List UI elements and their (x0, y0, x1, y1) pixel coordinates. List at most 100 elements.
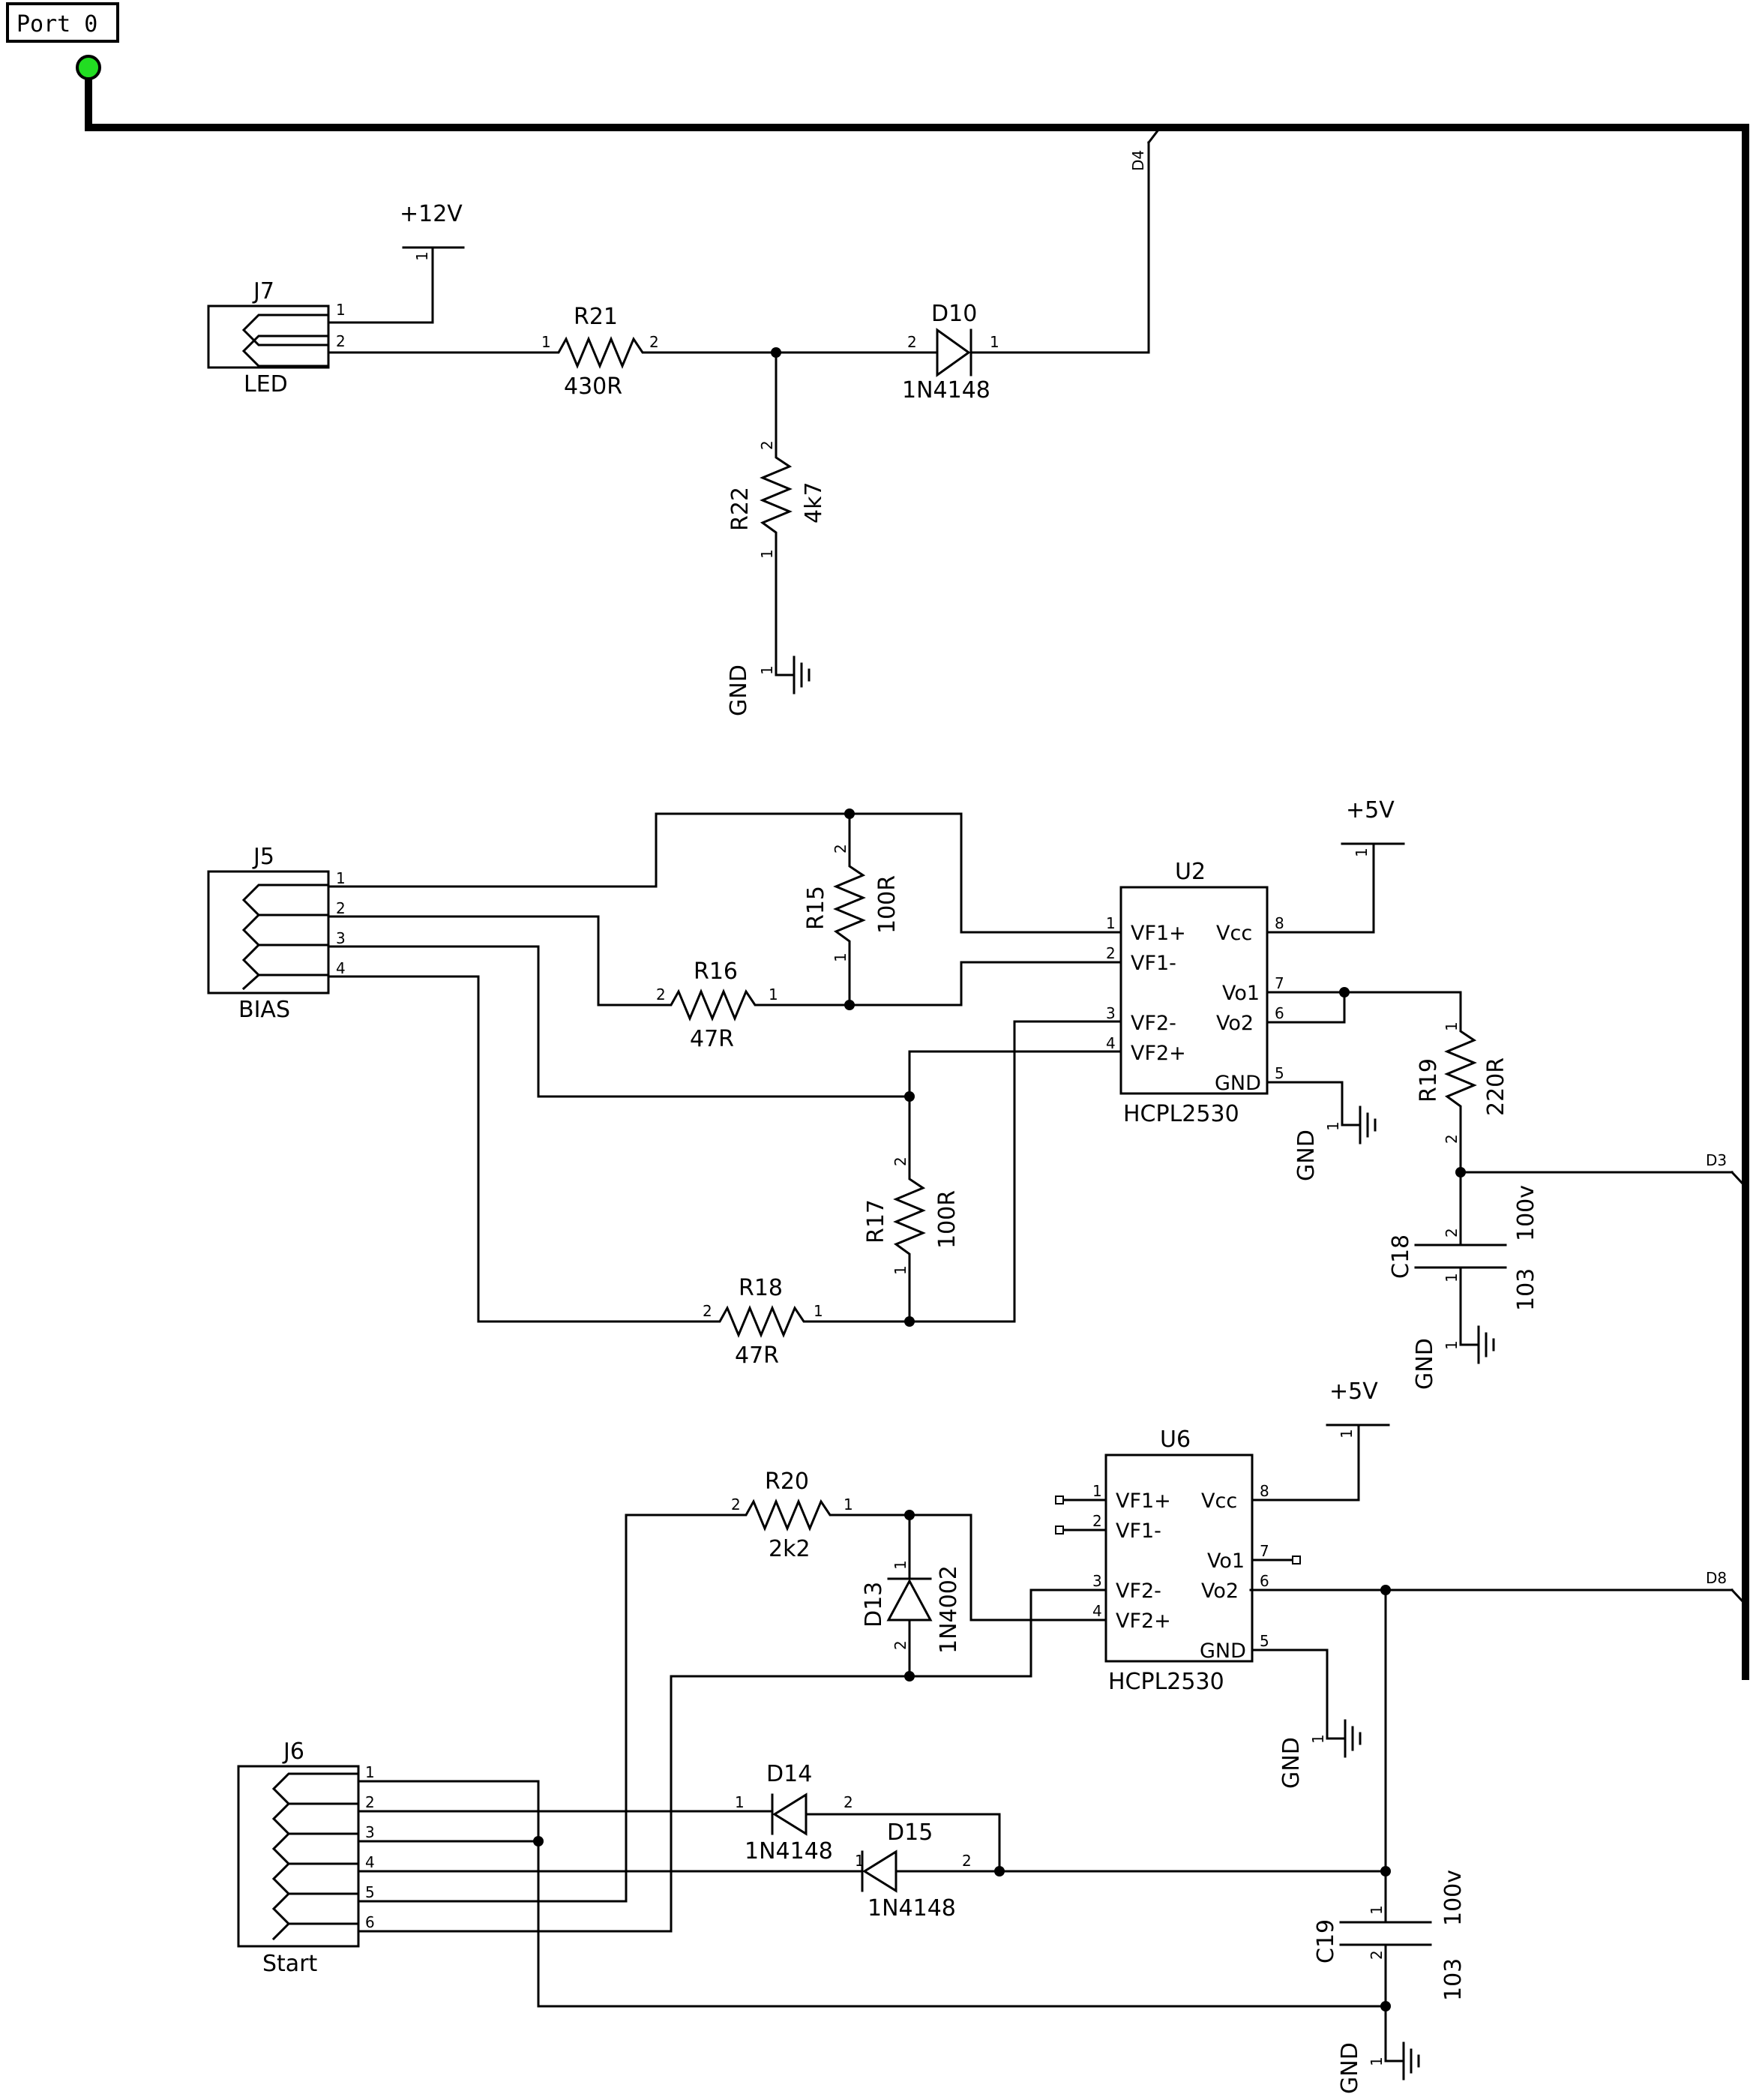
svg-text:1: 1 (1353, 848, 1371, 857)
svg-text:2: 2 (1443, 1134, 1461, 1144)
svg-text:2: 2 (832, 844, 850, 854)
svg-text:1: 1 (990, 333, 999, 351)
u6-pin-vf1p: VF1+ (1116, 1490, 1171, 1513)
j5-name: BIAS (238, 997, 290, 1023)
svg-text:1: 1 (769, 986, 778, 1004)
c18-ref: C18 (1388, 1234, 1414, 1279)
d15-value: 1N4148 (868, 1895, 956, 1922)
connector-j5: J5 BIAS 1 2 3 4 (207, 844, 346, 1023)
svg-text:4: 4 (1106, 1034, 1116, 1052)
svg-text:2: 2 (656, 986, 666, 1004)
u2-pin-gnd: GND (1215, 1072, 1261, 1095)
svg-text:2: 2 (891, 1156, 909, 1166)
diode-d14: D14 1N4148 1 2 (733, 1761, 1001, 1873)
port-0: Port 0 (6, 2, 119, 80)
c19-ref: C19 (1313, 1919, 1339, 1964)
j5-ref: J5 (252, 844, 274, 870)
d10-value: 1N4148 (902, 377, 990, 404)
svg-text:2: 2 (907, 333, 917, 351)
svg-text:1: 1 (336, 869, 346, 887)
bus-entry-d3: D3 (1459, 1151, 1745, 1186)
d13-ref: D13 (861, 1582, 887, 1628)
svg-text:1: 1 (365, 1763, 375, 1781)
gnd-label-c19: GND (1337, 2042, 1363, 2094)
svg-text:8: 8 (1275, 914, 1284, 932)
svg-text:3: 3 (1106, 1004, 1116, 1022)
u2-pin-vcc: Vcc (1216, 922, 1252, 945)
resistor-r17: R17 100R 2 1 (863, 1156, 960, 1276)
ic-u2: U2 HCPL2530 VF1+ VF1- VF2- VF2+ Vcc Vo1 … (1106, 859, 1284, 1127)
c18-rating: 100v (1513, 1185, 1539, 1241)
svg-text:4: 4 (1092, 1602, 1102, 1620)
resistor-r21: R21 430R 1 2 (541, 304, 659, 400)
svg-text:1: 1 (1443, 1273, 1461, 1282)
svg-text:2: 2 (1106, 944, 1116, 962)
svg-text:1: 1 (1309, 1734, 1327, 1744)
diode-d13: D13 1N4002 1 2 (861, 1560, 962, 1654)
svg-text:4: 4 (336, 959, 346, 977)
net-label-d8: D8 (1706, 1569, 1727, 1587)
power-label-12v: +12V (400, 201, 463, 227)
svg-text:2: 2 (649, 333, 659, 351)
u6-pin-vf1m: VF1- (1116, 1520, 1161, 1543)
diode-d15: D15 1N4148 1 2 (827, 1820, 1001, 1922)
r22-ref: R22 (727, 487, 754, 531)
r22-value: 4k7 (801, 482, 827, 524)
svg-text:2: 2 (1443, 1228, 1461, 1238)
svg-text:8: 8 (1260, 1482, 1269, 1500)
gnd-label-u6: GND (1278, 1737, 1305, 1789)
u2-pin-vf2p: VF2+ (1131, 1042, 1186, 1065)
power-label-5v-u2: +5V (1346, 797, 1395, 824)
svg-text:6: 6 (365, 1913, 375, 1931)
net-label-d3: D3 (1706, 1151, 1727, 1169)
j7-ref: J7 (252, 278, 274, 304)
capacitor-c18: C18 103 100v 2 1 (1388, 1185, 1539, 1311)
u2-pin-vf1p: VF1+ (1131, 922, 1186, 945)
d10-ref: D10 (931, 301, 977, 327)
svg-text:1: 1 (891, 1265, 909, 1275)
u6-pin-vo2: Vo2 (1201, 1580, 1239, 1603)
r19-ref: R19 (1416, 1058, 1442, 1102)
svg-text:1: 1 (814, 1302, 823, 1320)
c19-rating: 100v (1440, 1870, 1467, 1926)
r15-ref: R15 (803, 886, 829, 930)
u6-pin-vf2p: VF2+ (1116, 1610, 1171, 1633)
j7-name: LED (244, 371, 288, 398)
svg-text:1: 1 (758, 665, 776, 675)
svg-text:1: 1 (1443, 1340, 1461, 1350)
r16-value: 47R (690, 1026, 734, 1052)
u2-ref: U2 (1175, 859, 1206, 885)
svg-text:1: 1 (413, 251, 431, 261)
svg-text:2: 2 (703, 1302, 712, 1320)
ic-u6: U6 HCPL2530 VF1+ VF1- VF2- VF2+ Vcc Vo1 … (1092, 1426, 1269, 1695)
gnd-label-u2: GND (1293, 1130, 1320, 1181)
u6-ref: U6 (1160, 1426, 1191, 1453)
power-label-5v-u6: +5V (1329, 1378, 1378, 1405)
svg-text:1: 1 (855, 1852, 865, 1870)
svg-text:1: 1 (1443, 1022, 1461, 1031)
u6-pin-gnd: GND (1200, 1640, 1246, 1663)
svg-text:1: 1 (758, 549, 776, 559)
net-label-d4: D4 (1129, 150, 1147, 171)
svg-text:1: 1 (1106, 914, 1116, 932)
ground-r22: GND 1 (726, 656, 811, 716)
svg-text:2: 2 (1368, 1950, 1386, 1960)
gnd-label-r22: GND (726, 664, 752, 716)
resistor-r16: R16 47R 2 1 (643, 958, 781, 1052)
svg-text:1: 1 (1324, 1121, 1342, 1131)
resistor-r18: R18 47R 2 1 (696, 1275, 826, 1369)
r21-ref: R21 (574, 304, 618, 330)
svg-text:1: 1 (1368, 2056, 1386, 2066)
svg-text:2: 2 (891, 1640, 909, 1650)
r17-value: 100R (934, 1190, 960, 1249)
svg-text:1: 1 (832, 952, 850, 962)
svg-text:2: 2 (336, 332, 346, 350)
u2-pin-vo1: Vo1 (1222, 982, 1260, 1005)
svg-text:2: 2 (365, 1793, 375, 1811)
svg-text:2: 2 (1092, 1512, 1102, 1530)
svg-text:5: 5 (365, 1883, 375, 1901)
svg-text:4: 4 (365, 1853, 375, 1871)
j6-name: Start (262, 1951, 318, 1977)
r19-value: 220R (1483, 1058, 1509, 1116)
bus-entry-d4: D4 (1129, 128, 1161, 354)
